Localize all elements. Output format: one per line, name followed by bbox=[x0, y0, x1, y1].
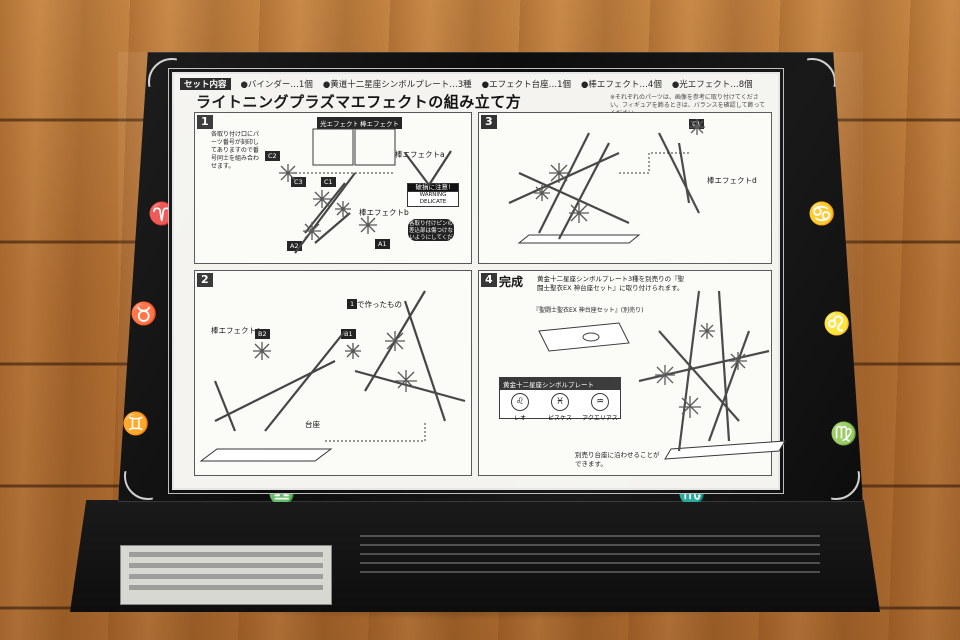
step-3-diagram bbox=[508, 119, 705, 244]
label-bou-c: 棒エフェクトc bbox=[211, 326, 261, 335]
label-bou-a: 棒エフェクトa bbox=[395, 150, 445, 159]
box-side-print bbox=[360, 535, 820, 575]
label-base: 台座 bbox=[305, 420, 320, 429]
content-item: ●棒エフェクト…4個 bbox=[581, 80, 662, 90]
part-code: C2 bbox=[265, 151, 280, 161]
plate-leo: ♌レオ bbox=[500, 393, 540, 422]
zodiac-symbol-icon: ♍ bbox=[830, 422, 858, 447]
aquarius-symbol-icon: ♒ bbox=[591, 393, 609, 411]
made-ref-number: 1 bbox=[347, 299, 358, 309]
instruction-panel: セット内容 ●バインダー…1個 ●黄道十二星座シンボルプレート…3種 ●エフェク… bbox=[172, 72, 786, 490]
set-contents-label: セット内容 bbox=[180, 78, 231, 90]
warning-delicate-box: 破損に注意! WARNING DELICATE bbox=[407, 183, 459, 207]
step-number: 3 bbox=[481, 115, 497, 129]
zodiac-symbol-icon: ♉ bbox=[130, 302, 158, 327]
part-code: C3 bbox=[291, 177, 306, 187]
step-number: 1 bbox=[197, 115, 213, 129]
step-3-panel: 3 C1 棒エフェクトd bbox=[478, 112, 772, 264]
leo-symbol-icon: ♌ bbox=[511, 393, 529, 411]
symbol-plate-box: 黄金十二星座シンボルプレート ♌レオ♓ピスケス♒アクエリアス bbox=[499, 377, 621, 422]
part-code: B2 bbox=[255, 329, 270, 339]
step-number: 2 bbox=[197, 273, 213, 287]
plate-pisces: ♓ピスケス bbox=[540, 393, 580, 422]
zodiac-symbol-icon: ♊ bbox=[122, 412, 150, 437]
zodiac-symbol-icon: ♌ bbox=[823, 312, 851, 337]
sold-separately-label: 『聖闘士聖衣EX 神台座セット』(別売り) bbox=[533, 307, 644, 314]
content-item: ●光エフェクト…8個 bbox=[671, 80, 753, 90]
step-2-panel: 2 棒エフェクトc 1 で作ったもの B2 B1 台座 bbox=[194, 270, 472, 476]
warning-title: 破損に注意! bbox=[408, 184, 458, 191]
content-item: ●エフェクト台座…1個 bbox=[481, 80, 571, 90]
part-code: A2 bbox=[287, 241, 302, 251]
plate-box-title: 黄金十二星座シンボルプレート bbox=[500, 378, 620, 390]
step-4-panel: 4 完成 黄金十二星座シンボルプレート3種を別売りの『聖闘士聖衣EX 神台座セッ… bbox=[478, 270, 786, 476]
label-bou-effect: 棒エフェクト bbox=[357, 117, 402, 129]
zodiac-symbol-icon: ♈ bbox=[148, 202, 176, 227]
ornament-corner-icon bbox=[812, 452, 860, 500]
complete-title: 完成 bbox=[499, 275, 524, 289]
step-2-diagram bbox=[199, 290, 466, 462]
label-bou-b: 棒エフェクトb bbox=[359, 208, 409, 217]
step-1-diagram bbox=[279, 128, 452, 254]
part-code: C1 bbox=[321, 177, 336, 187]
part-code: B1 bbox=[341, 329, 356, 339]
ornament-corner-icon bbox=[148, 58, 177, 87]
bottom-note: 別売り台座に沿わせることができます。 bbox=[575, 451, 660, 468]
warning-en: WARNING DELICATE bbox=[408, 191, 458, 206]
ornament-corner-icon bbox=[788, 58, 836, 106]
box-side-sticker bbox=[120, 545, 332, 605]
step-4-text: 黄金十二星座シンボルプレート3種を別売りの『聖闘士聖衣EX 神台座セット』に取り… bbox=[537, 275, 685, 292]
assembly-title: ライトニングプラズマエフェクトの組み立て方 bbox=[196, 93, 522, 111]
step-1-panel: 1 各取り付け口にパーツ番号が刻印してありますので番号同士を組み合わせます。 光… bbox=[194, 112, 472, 264]
step-4-diagram bbox=[538, 290, 786, 460]
label-hikari-effect: 光エフェクト bbox=[317, 117, 362, 129]
plate-aquarius: ♒アクエリアス bbox=[580, 393, 620, 422]
step-1-instructions: 各取り付け口にパーツ番号が刻印してありますので番号同士を組み合わせます。 bbox=[211, 131, 260, 170]
content-item: ●黄道十二星座シンボルプレート…3種 bbox=[322, 80, 472, 90]
pin-caution-badge: 各取り付けピンの差込部は傷つけないようにしてください。 bbox=[408, 219, 454, 248]
label-bou-d: 棒エフェクトd bbox=[707, 176, 757, 185]
part-code: A1 bbox=[375, 239, 390, 249]
ornament-corner-icon bbox=[124, 452, 172, 500]
set-contents-bar: セット内容 ●バインダー…1個 ●黄道十二星座シンボルプレート…3種 ●エフェク… bbox=[180, 77, 772, 91]
step-number: 4 bbox=[481, 273, 497, 287]
pisces-symbol-icon: ♓ bbox=[551, 393, 569, 411]
zodiac-symbol-icon: ♋ bbox=[808, 202, 836, 227]
label-made-in-step-1: で作ったもの bbox=[357, 300, 402, 309]
part-code: C1 bbox=[689, 119, 704, 129]
content-item: ●バインダー…1個 bbox=[240, 80, 313, 90]
